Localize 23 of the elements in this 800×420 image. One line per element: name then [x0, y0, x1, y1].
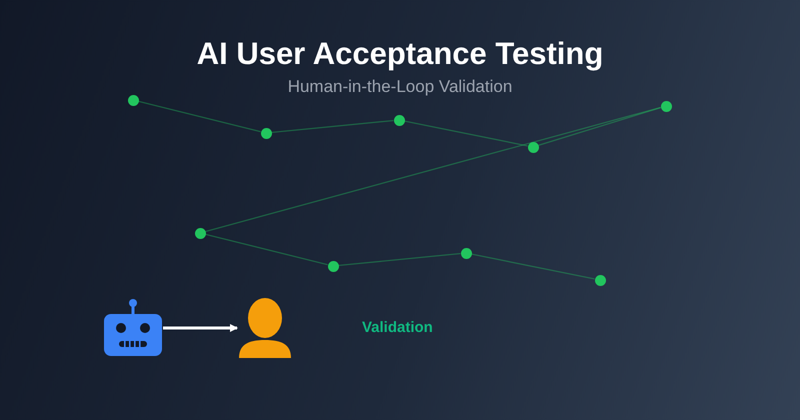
person-icon — [237, 298, 293, 358]
network-dot — [328, 260, 338, 272]
subtitle: Human-in-the-Loop Validation — [286, 77, 514, 97]
network-dot — [660, 100, 672, 112]
network-dot — [594, 274, 606, 286]
connector-line — [338, 252, 461, 266]
arrow — [163, 324, 238, 332]
title: AI User Acceptance Testing — [196, 36, 604, 72]
network-dot — [394, 114, 404, 126]
network-dot — [460, 248, 472, 258]
network-dot — [260, 128, 272, 138]
network-dot — [528, 142, 538, 152]
connector-line — [205, 234, 328, 266]
connector-line — [404, 120, 528, 146]
connector-line — [471, 254, 595, 280]
connector-line — [538, 107, 661, 146]
connector-line — [205, 106, 661, 232]
network-dot — [194, 228, 206, 238]
connector-line — [271, 120, 394, 134]
network-dot — [128, 94, 138, 106]
robot-icon — [103, 298, 163, 358]
connector-line — [138, 100, 261, 132]
caption-text: Validation — [362, 319, 433, 336]
